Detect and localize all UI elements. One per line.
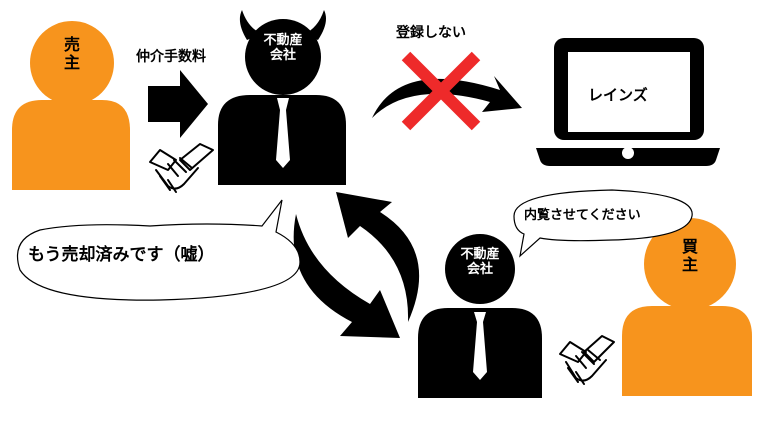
agent-top-figure: [218, 10, 346, 185]
buyer-label: 買 主: [670, 237, 710, 275]
seller-figure: [12, 21, 130, 190]
arrow-right-icon: [148, 70, 208, 138]
cycle-arrows-icon: [293, 192, 420, 338]
agent-bottom-label-line2: 会社: [466, 261, 493, 277]
agent-top-label-line2: 会社: [269, 47, 296, 63]
agent-speech-text: もう売却済みです（嘘）: [28, 245, 215, 265]
buyer-figure: [622, 218, 752, 396]
seller-label-line1: 売: [63, 35, 80, 54]
buyer-label-line1: 買: [681, 237, 698, 256]
swoosh-arrow: [372, 76, 522, 118]
buyer-label-line2: 主: [681, 255, 698, 275]
agent-top-label: 不動産 会社: [248, 33, 318, 64]
seller-label: 売 主: [52, 35, 92, 73]
handshake-icon: [559, 335, 615, 385]
devil-horns-icon: [239, 10, 326, 40]
agent-bottom-figure: [418, 234, 542, 398]
agent-speech-bubble: [16, 199, 301, 301]
cross-icon: [401, 51, 481, 131]
buyer-speech-text: 内覧させてください: [524, 208, 641, 223]
no-register-label: 登録しない: [396, 25, 466, 41]
agent-bottom-label: 不動産 会社: [445, 247, 515, 278]
reins-label: レインズ: [588, 86, 648, 104]
seller-label-line2: 主: [63, 53, 80, 73]
agent-top-label-line1: 不動産: [263, 33, 303, 48]
agent-bottom-label-line1: 不動産: [460, 247, 500, 262]
fee-label: 仲介手数料: [136, 49, 206, 65]
laptop-icon: [536, 38, 720, 166]
buyer-speech-bubble: [513, 189, 693, 258]
tie-icon: [276, 98, 290, 168]
handshake-icon: [149, 143, 214, 193]
